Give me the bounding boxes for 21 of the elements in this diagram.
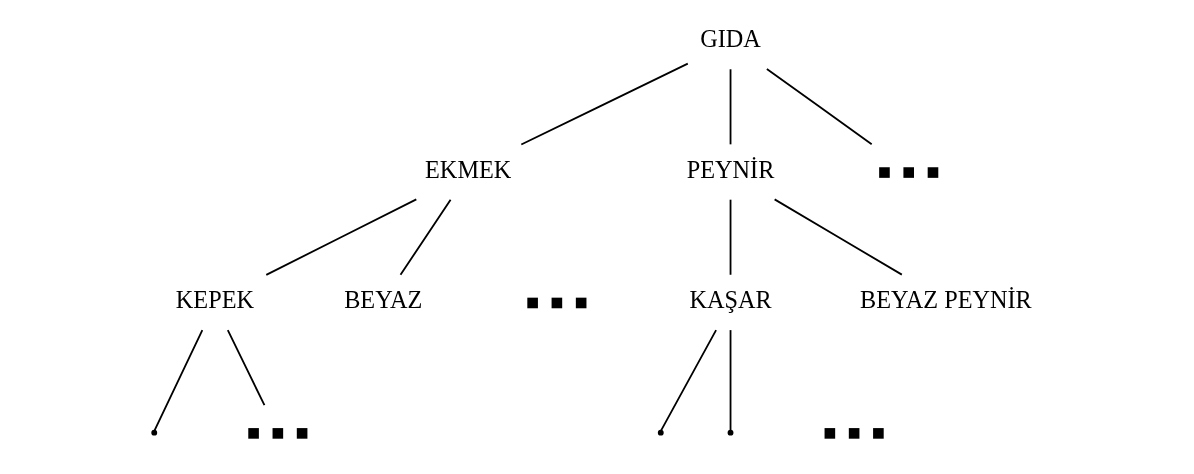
connector xyxy=(729,329,731,432)
node-point xyxy=(150,429,157,436)
connector xyxy=(264,198,417,276)
connector xyxy=(729,198,731,276)
node-point xyxy=(657,429,664,436)
node-text: KAŞAR xyxy=(688,285,772,313)
connector xyxy=(153,329,203,432)
node-text: BEYAZ PEYNİR xyxy=(859,285,1032,313)
connector xyxy=(226,329,265,407)
node-text: PEYNİR xyxy=(686,155,774,183)
node-text: GIDA xyxy=(699,25,761,53)
connector xyxy=(399,198,451,276)
node-point xyxy=(727,429,733,436)
node-text: BEYAZ xyxy=(343,285,422,313)
connector xyxy=(519,62,689,146)
connector xyxy=(729,68,731,146)
connector xyxy=(773,198,903,276)
connector xyxy=(765,68,873,146)
node-text: EKMEK xyxy=(424,155,511,183)
node-text: KEPEK xyxy=(175,285,254,313)
connector xyxy=(659,329,717,432)
